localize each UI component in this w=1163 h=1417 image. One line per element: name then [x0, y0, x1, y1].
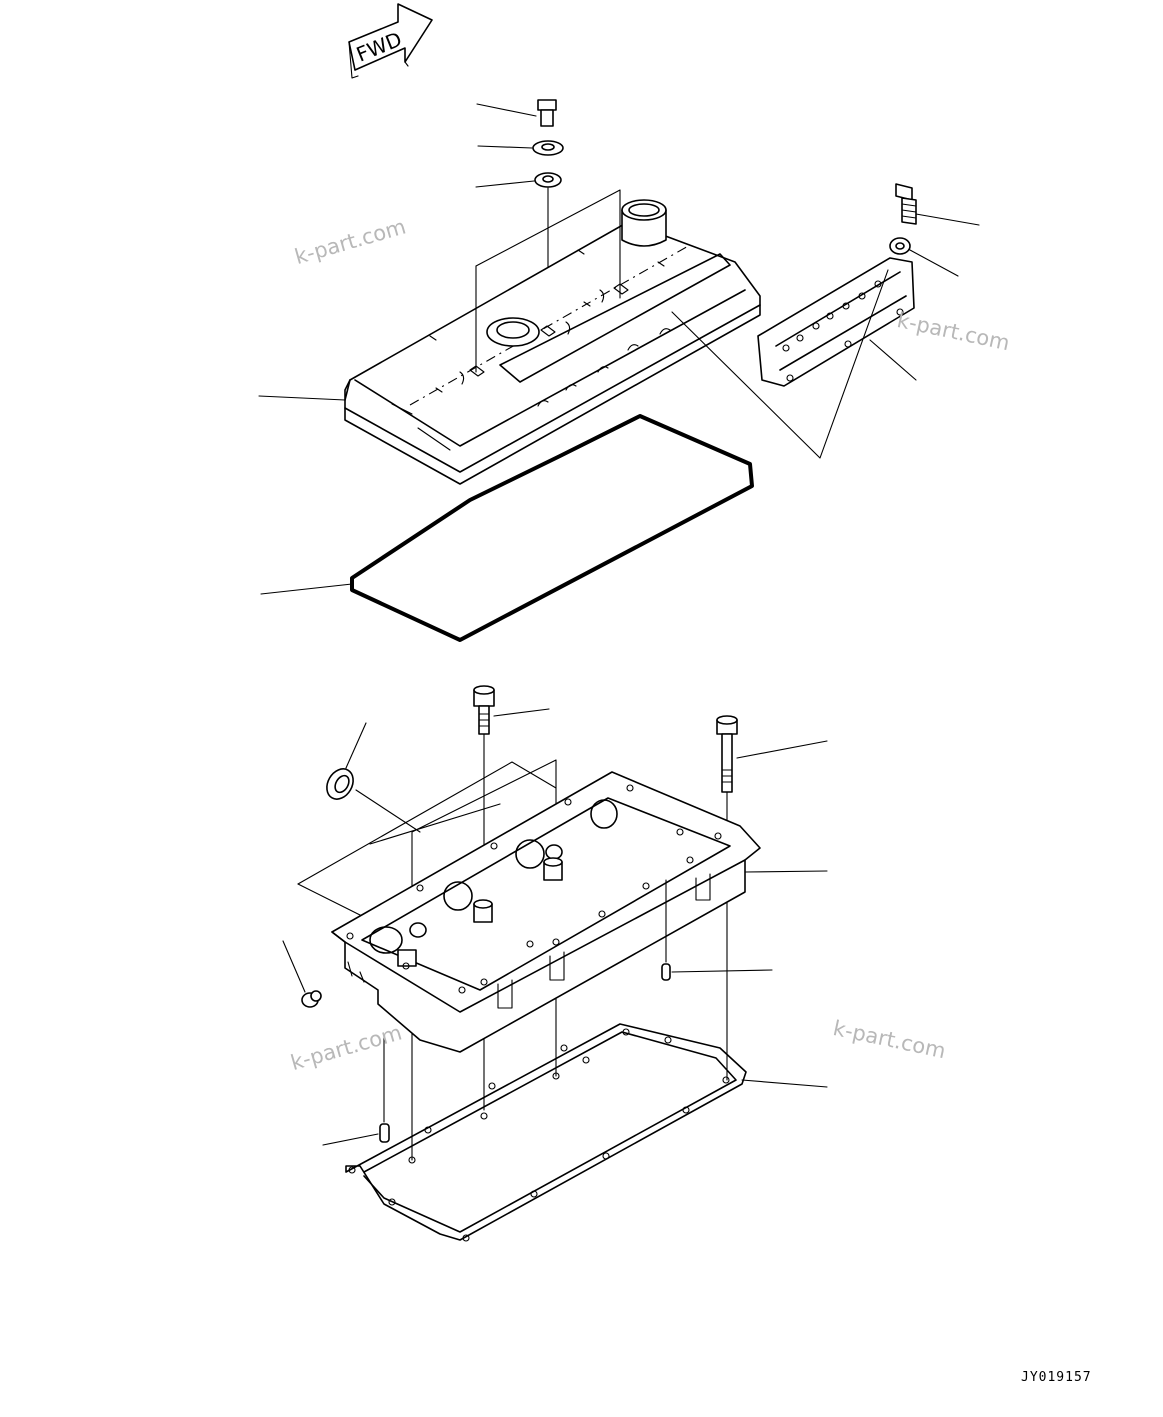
drain-plug	[282, 940, 322, 1008]
dowel-pin-right	[661, 879, 773, 981]
dowel-pin-left	[322, 1035, 390, 1146]
seal-washer	[475, 172, 562, 188]
banjo-bolt	[895, 183, 980, 226]
rocker-housing	[331, 771, 828, 1053]
housing-gasket	[345, 1023, 828, 1242]
heat-shield	[757, 257, 917, 387]
flat-washer	[477, 140, 564, 156]
housing-bolt-right	[716, 715, 828, 793]
valve-cover-gasket	[260, 414, 754, 642]
drawing-code: JY019157	[1021, 1370, 1092, 1385]
housing-bolt-left	[473, 685, 550, 735]
fwd-arrow-icon: FWD	[348, 3, 433, 79]
banjo-washer	[889, 237, 959, 277]
fwd-label: FWD	[353, 27, 405, 67]
oil-seal	[326, 722, 367, 800]
cap-bolt	[476, 99, 557, 127]
valve-cover	[258, 199, 761, 485]
